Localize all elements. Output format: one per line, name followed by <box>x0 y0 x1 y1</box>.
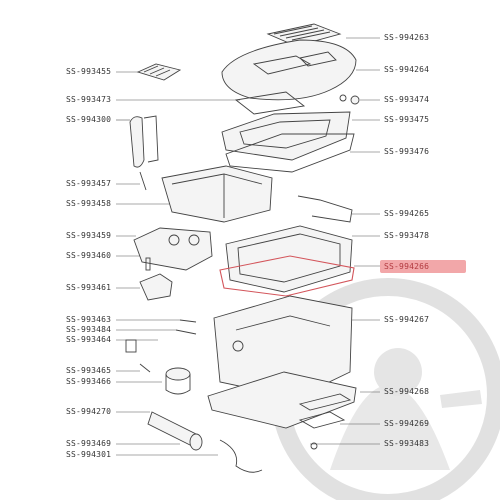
pin <box>145 257 151 271</box>
bottom-grille <box>298 411 346 429</box>
small-filter <box>136 63 182 81</box>
label-SS-994266: SS-994266 <box>384 262 430 271</box>
leader-lines-right <box>310 37 380 445</box>
upper-housing <box>221 111 351 161</box>
handle <box>129 115 159 168</box>
label-SS-994300: SS-994300 <box>66 115 112 124</box>
label-SS-994267: SS-994267 <box>384 315 430 324</box>
label-SS-993474: SS-993474 <box>384 95 430 104</box>
label-SS-994268: SS-994268 <box>384 387 430 396</box>
highlight-marker <box>380 260 466 273</box>
label-SS-993475: SS-993475 <box>384 115 430 124</box>
label-SS-994270: SS-994270 <box>66 407 112 416</box>
label-SS-994265: SS-994265 <box>384 209 430 218</box>
label-SS-993464: SS-993464 <box>66 335 112 344</box>
label-SS-994301: SS-994301 <box>66 450 112 459</box>
label-SS-993473: SS-993473 <box>66 95 112 104</box>
label-SS-993458: SS-993458 <box>66 199 112 208</box>
label-SS-993461: SS-993461 <box>66 283 112 292</box>
label-SS-993460: SS-993460 <box>66 251 112 260</box>
label-SS-993476: SS-993476 <box>384 147 430 156</box>
label-SS-993469: SS-993469 <box>66 439 112 448</box>
knob-small <box>339 94 360 105</box>
switch-block <box>139 273 173 301</box>
label-SS-993483: SS-993483 <box>384 439 430 448</box>
lid <box>221 39 357 101</box>
heating-tube <box>147 411 203 451</box>
small-clip <box>139 171 147 191</box>
foot <box>310 442 318 450</box>
frying-basket <box>225 225 353 293</box>
label-SS-993466: SS-993466 <box>66 377 112 386</box>
label-SS-993459: SS-993459 <box>66 231 112 240</box>
label-SS-994263: SS-994263 <box>384 33 430 42</box>
highlighted-rim <box>219 255 355 297</box>
label-SS-993478: SS-993478 <box>384 231 430 240</box>
label-SS-993463: SS-993463 <box>66 315 112 324</box>
wiring-parts <box>125 319 197 373</box>
power-cord <box>219 439 263 473</box>
label-SS-993465: SS-993465 <box>66 366 112 375</box>
label-SS-993455: SS-993455 <box>66 67 112 76</box>
base-plate <box>207 371 357 429</box>
oil-bowl <box>161 165 273 223</box>
label-SS-994269: SS-994269 <box>384 419 430 428</box>
heater-cup <box>165 367 191 395</box>
filter-sheet <box>234 91 306 115</box>
label-SS-993484: SS-993484 <box>66 325 112 334</box>
gasket-frame <box>225 133 355 173</box>
leader-lines-left <box>116 71 240 456</box>
control-panel <box>133 227 213 271</box>
side-bracket <box>297 195 353 223</box>
label-SS-993457: SS-993457 <box>66 179 112 188</box>
fryer-body <box>213 295 353 399</box>
label-SS-994264: SS-994264 <box>384 65 430 74</box>
